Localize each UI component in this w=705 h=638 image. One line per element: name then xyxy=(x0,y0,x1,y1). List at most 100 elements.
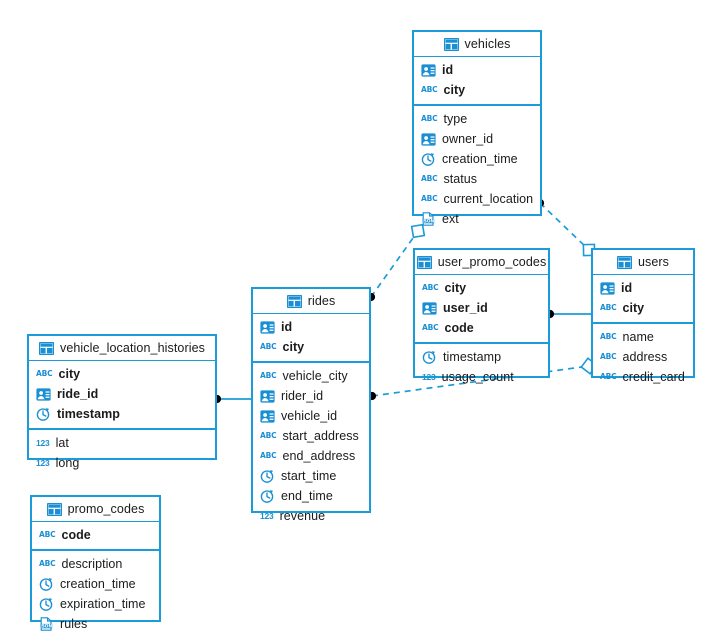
table-grid-icon xyxy=(416,255,432,269)
field-label: vehicle_id xyxy=(281,409,338,423)
primary-key-field[interactable]: id xyxy=(593,278,693,298)
id-badge-icon xyxy=(36,387,51,401)
field-label: usage_count xyxy=(441,370,514,384)
clock-icon xyxy=(260,469,275,483)
relationship-upc-to-users xyxy=(545,309,591,319)
field-label: timestamp xyxy=(57,407,120,421)
table-header-promo_codes: promo_codes xyxy=(32,497,159,522)
field-label: code xyxy=(61,528,91,542)
table-header-users: users xyxy=(593,250,693,275)
abc-text-icon: ABC xyxy=(39,559,56,568)
table-field[interactable]: expiration_time xyxy=(32,594,159,614)
field-label: expiration_time xyxy=(60,597,146,611)
primary-key-field[interactable]: id xyxy=(253,317,369,337)
abc-text-icon: ABC xyxy=(421,114,438,123)
primary-key-field[interactable]: ABC city xyxy=(414,80,540,100)
table-field[interactable]: creation_time xyxy=(414,149,540,169)
primary-key-field[interactable]: ride_id xyxy=(29,384,215,404)
table-field[interactable]: timestamp xyxy=(415,347,548,367)
json-document-icon: JSON xyxy=(421,212,436,226)
json-document-icon: JSON xyxy=(39,617,54,631)
field-label: city xyxy=(443,83,466,97)
field-label: revenue xyxy=(279,509,326,523)
table-grid-icon xyxy=(38,341,54,355)
table-header-vehicle_location_histories: vehicle_location_histories xyxy=(29,336,215,361)
abc-text-icon: ABC xyxy=(36,369,53,378)
table-field[interactable]: owner_id xyxy=(414,129,540,149)
table-title: promo_codes xyxy=(67,502,145,516)
primary-key-field[interactable]: timestamp xyxy=(29,404,215,424)
table-field[interactable]: vehicle_id xyxy=(253,406,369,426)
table-field[interactable]: creation_time xyxy=(32,574,159,594)
clock-icon xyxy=(39,577,54,591)
clock-icon xyxy=(260,489,275,503)
123-number-icon: 123 xyxy=(36,458,50,468)
clock-icon xyxy=(36,407,51,421)
table-header-rides: rides xyxy=(253,289,369,314)
abc-text-icon: ABC xyxy=(421,85,438,94)
field-label: id xyxy=(621,281,633,295)
id-badge-icon xyxy=(421,132,436,146)
field-label: start_time xyxy=(281,469,337,483)
primary-key-field[interactable]: ABC city xyxy=(29,364,215,384)
abc-text-icon: ABC xyxy=(260,451,277,460)
field-label: creation_time xyxy=(60,577,136,591)
table-field[interactable]: ABC type xyxy=(414,109,540,129)
field-label: type xyxy=(443,112,468,126)
field-label: current_location xyxy=(443,192,534,206)
abc-text-icon: ABC xyxy=(260,342,277,351)
relationship-line xyxy=(370,230,419,298)
field-label: id xyxy=(281,320,293,334)
abc-text-icon: ABC xyxy=(600,372,617,381)
field-label: city xyxy=(58,367,81,381)
table-field[interactable]: JSON ext xyxy=(414,209,540,229)
primary-key-field[interactable]: id xyxy=(414,60,540,80)
table-field[interactable]: start_time xyxy=(253,466,369,486)
table-grid-icon xyxy=(616,255,632,269)
primary-key-field[interactable]: user_id xyxy=(415,298,548,318)
field-label: status xyxy=(443,172,478,186)
abc-text-icon: ABC xyxy=(600,352,617,361)
svg-text:JSON: JSON xyxy=(39,624,52,630)
id-badge-icon xyxy=(260,389,275,403)
table-field[interactable]: rider_id xyxy=(253,386,369,406)
field-label: owner_id xyxy=(442,132,494,146)
table-grid-icon xyxy=(46,502,62,516)
field-label: ext xyxy=(442,212,459,226)
table-field[interactable]: end_time xyxy=(253,486,369,506)
